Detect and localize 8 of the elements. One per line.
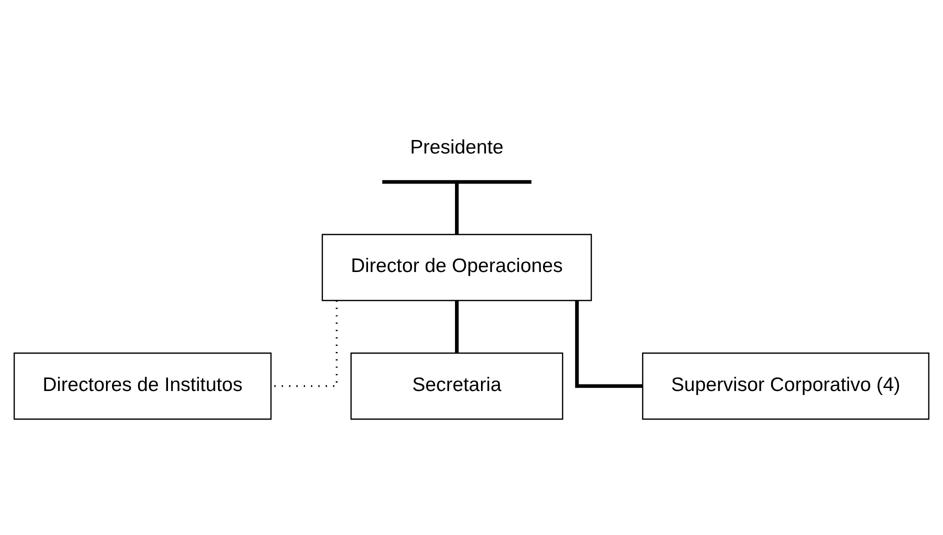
node-box: Director de Operaciones — [322, 234, 592, 302]
connector — [575, 300, 642, 388]
node-box: Supervisor Corporativo (4) — [642, 352, 930, 420]
node-box: Secretaria — [350, 352, 564, 420]
node-box: Directores de Institutos — [14, 352, 272, 420]
connector — [455, 300, 459, 353]
node-text: Presidente — [410, 136, 504, 159]
connector — [455, 182, 459, 234]
